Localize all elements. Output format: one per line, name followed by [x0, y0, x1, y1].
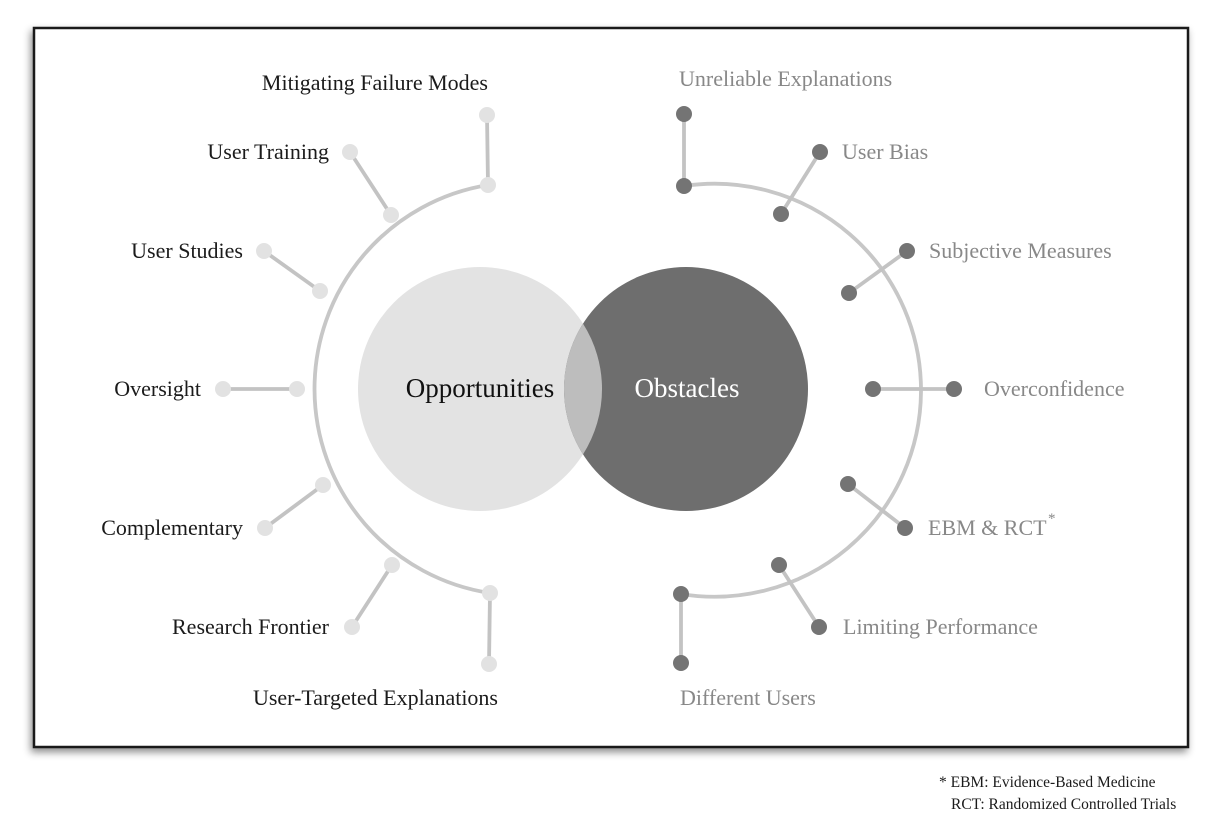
- spoke-end-dot: [673, 655, 689, 671]
- footnote-line1: * EBM: Evidence-Based Medicine: [939, 774, 1156, 791]
- arc-node-dot: [841, 285, 857, 301]
- spoke-label: Limiting Performance: [843, 614, 1038, 639]
- spoke-end-dot: [946, 381, 962, 397]
- spoke-label: Oversight: [114, 376, 201, 401]
- spoke-end-dot: [812, 144, 828, 160]
- spoke-end-dot: [344, 619, 360, 635]
- spoke-label: Different Users: [680, 685, 816, 710]
- spoke-end-dot: [481, 656, 497, 672]
- arc-node-dot: [480, 177, 496, 193]
- footnote-line2: RCT: Randomized Controlled Trials: [951, 796, 1176, 813]
- spoke-connector: [846, 482, 907, 530]
- spoke-label: Subjective Measures: [929, 238, 1112, 263]
- spoke-ebm-rct: EBM & RCT *: [840, 476, 1056, 540]
- spoke-user-targeted-explanations: User-Targeted Explanations: [253, 585, 498, 710]
- spoke-end-dot: [256, 243, 272, 259]
- spoke-connector: [262, 249, 322, 293]
- spoke-label-superscript: *: [1048, 511, 1056, 527]
- spoke-label: Research Frontier: [172, 614, 330, 639]
- venn-overlap: [563, 323, 603, 455]
- spoke-user-bias: User Bias: [773, 139, 928, 222]
- arc-node-dot: [312, 283, 328, 299]
- spoke-label: Unreliable Explanations: [679, 66, 892, 91]
- spoke-research-frontier: Research Frontier: [172, 557, 400, 639]
- opportunities-arc: [312, 183, 491, 595]
- spoke-label: User Studies: [131, 238, 243, 263]
- spoke-label: Mitigating Failure Modes: [262, 70, 488, 95]
- opportunities-circle: [358, 267, 602, 511]
- spoke-subjective-measures: Subjective Measures: [841, 238, 1112, 301]
- obstacles-title: Obstacles: [635, 373, 740, 403]
- spoke-label: User Training: [207, 139, 329, 164]
- spoke-connector: [348, 150, 393, 217]
- arc-node-dot: [773, 206, 789, 222]
- arc-node-dot: [315, 477, 331, 493]
- spoke-end-dot: [215, 381, 231, 397]
- spoke-end-dot: [897, 520, 913, 536]
- arc-node-dot: [383, 207, 399, 223]
- arc-node-dot: [676, 178, 692, 194]
- spoke-connector: [350, 563, 394, 629]
- spoke-connector: [263, 483, 325, 530]
- spoke-end-dot: [479, 107, 495, 123]
- spoke-user-studies: User Studies: [131, 238, 328, 299]
- arc-node-dot: [673, 586, 689, 602]
- spoke-end-dot: [342, 144, 358, 160]
- spoke-connector: [485, 113, 490, 187]
- arc-node-dot: [384, 557, 400, 573]
- spoke-connector: [779, 150, 822, 216]
- spoke-limiting-performance: Limiting Performance: [771, 557, 1038, 639]
- opportunities-title: Opportunities: [406, 373, 555, 403]
- spoke-different-users: Different Users: [673, 586, 816, 710]
- spoke-user-training: User Training: [207, 139, 399, 223]
- spoke-end-dot: [257, 520, 273, 536]
- spoke-oversight: Oversight: [114, 376, 305, 401]
- obstacles-circle: [564, 267, 808, 511]
- spoke-connector: [487, 591, 492, 666]
- spoke-connector: [777, 563, 821, 629]
- arc-node-dot: [865, 381, 881, 397]
- spoke-label: User Bias: [842, 139, 928, 164]
- spoke-end-dot: [811, 619, 827, 635]
- spoke-end-dot: [899, 243, 915, 259]
- spoke-mitigating-failure-modes: Mitigating Failure Modes: [262, 70, 496, 193]
- spoke-complementary: Complementary: [101, 477, 331, 540]
- spoke-label: User-Targeted Explanations: [253, 685, 498, 710]
- spoke-label: Overconfidence: [984, 376, 1124, 401]
- spoke-connector: [847, 249, 909, 295]
- arc-node-dot: [771, 557, 787, 573]
- arc-node-dot: [482, 585, 498, 601]
- spoke-label: Complementary: [101, 515, 243, 540]
- arc-node-dot: [289, 381, 305, 397]
- spoke-unreliable-explanations: Unreliable Explanations: [676, 66, 892, 194]
- spoke-end-dot: [676, 106, 692, 122]
- arc-node-dot: [840, 476, 856, 492]
- spoke-label: EBM & RCT: [928, 515, 1047, 540]
- spoke-overconfidence: Overconfidence: [865, 376, 1124, 401]
